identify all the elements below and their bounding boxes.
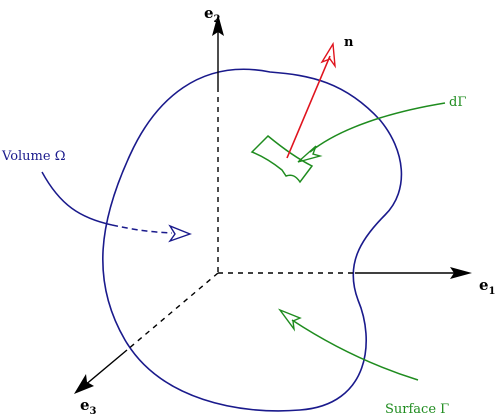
volume-pointer-solid bbox=[41, 171, 113, 226]
axis-e3-dashed bbox=[126, 272, 219, 351]
normal-vector bbox=[286, 55, 331, 159]
axis-e2-label: e2 bbox=[204, 4, 221, 25]
surface-element-pointer bbox=[309, 102, 446, 153]
axis-e3-solid bbox=[83, 349, 128, 387]
surface-element-patch bbox=[250, 134, 314, 184]
surface-label: Surface Γ bbox=[385, 402, 449, 417]
normal-label: n bbox=[344, 35, 354, 50]
axis-e3-label: e3 bbox=[80, 396, 97, 417]
axis-e3-arrowhead bbox=[74, 374, 94, 394]
surface-pointer bbox=[291, 319, 419, 381]
axis-e1-arrowhead bbox=[450, 267, 472, 279]
normal-vector-arrowhead bbox=[320, 41, 336, 69]
axis-e2-arrowhead bbox=[212, 14, 224, 36]
volume-pointer-head bbox=[168, 224, 192, 243]
volume-label: Volume Ω bbox=[1, 149, 65, 164]
surface-element-pointer-head bbox=[297, 145, 323, 163]
surface-pointer-head bbox=[277, 308, 302, 332]
volume-boundary-curve bbox=[102, 68, 403, 412]
volume-pointer-dashed bbox=[111, 224, 173, 234]
surface-element-label: dΓ bbox=[449, 95, 466, 110]
axis-e1-label: e1 bbox=[479, 276, 496, 297]
